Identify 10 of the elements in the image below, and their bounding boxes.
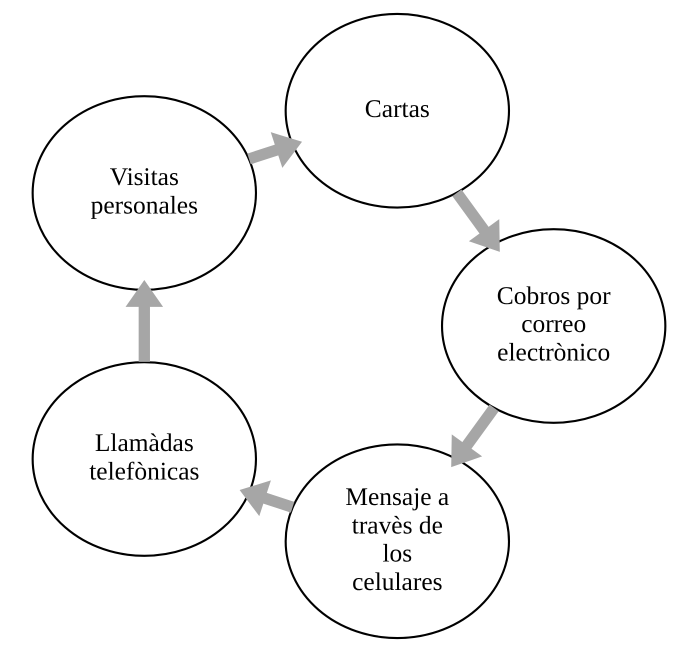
node-ellipse: Cobros por correo electrònico	[440, 228, 666, 424]
node-ellipse: Cartas	[284, 12, 510, 209]
node-ellipse: Llamàdas telefònicas	[31, 361, 257, 557]
arrow	[246, 132, 302, 168]
arrow	[125, 280, 163, 362]
arrow	[239, 480, 294, 516]
arrow	[450, 404, 498, 468]
node-ellipse: Mensaje a travès de los celulares	[284, 443, 510, 640]
arrow	[452, 189, 500, 252]
node-ellipse: Visitas personales	[31, 95, 257, 291]
